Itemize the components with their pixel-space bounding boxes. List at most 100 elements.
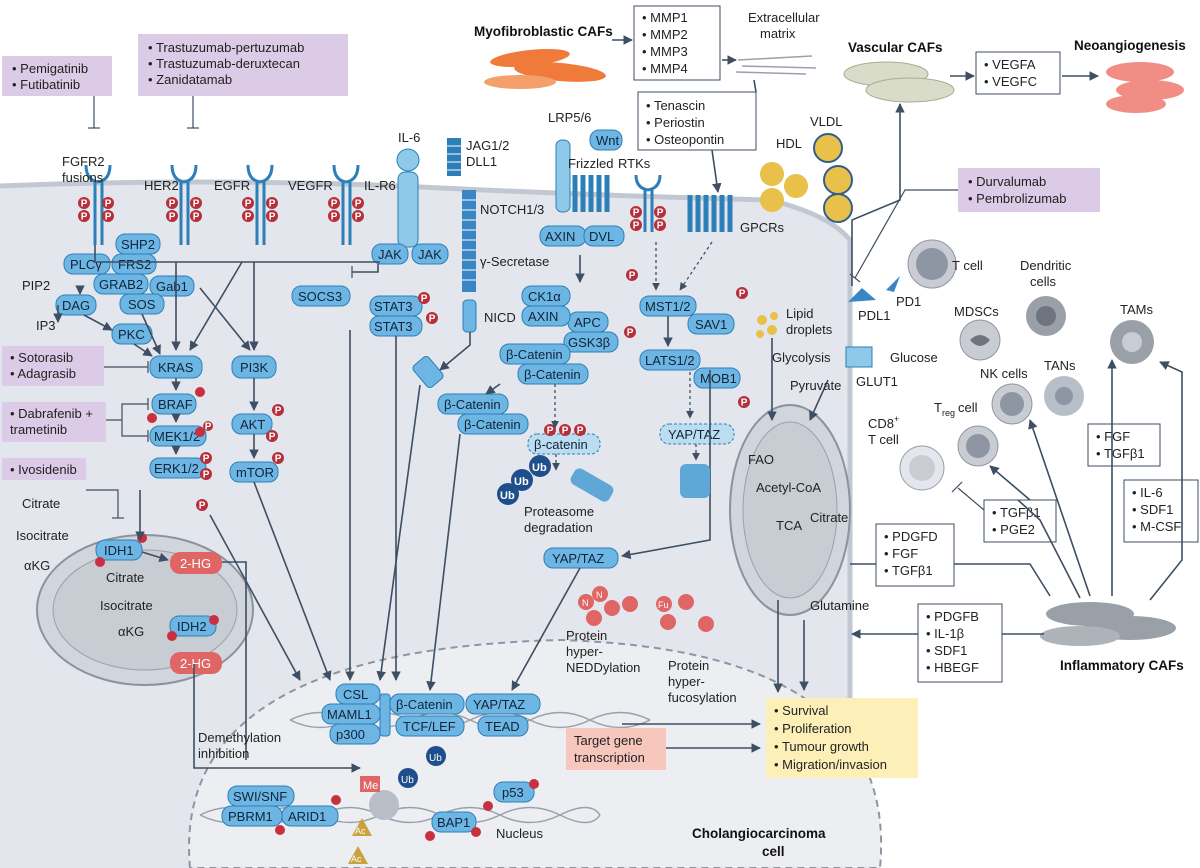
- label-nedd-2: hyper-: [566, 644, 603, 659]
- phosphate-label: P: [331, 212, 338, 223]
- svg-text:CK1α: CK1α: [528, 289, 561, 304]
- label-hdl: HDL: [776, 136, 802, 151]
- svg-text:TEAD: TEAD: [485, 719, 520, 734]
- phosphate-label: P: [203, 454, 210, 465]
- svg-text:Target gene: Target gene: [574, 733, 643, 748]
- il1b: • IL-1β: [926, 626, 964, 641]
- svg-text:PLCγ: PLCγ: [70, 257, 102, 272]
- svg-text:N: N: [582, 598, 589, 608]
- neoangiogenesis-label: Neoangiogenesis: [1074, 38, 1186, 53]
- vascular-cafs-label: Vascular CAFs: [848, 40, 943, 55]
- phosphate-label: P: [633, 208, 640, 219]
- label-egfr: EGFR: [214, 178, 250, 193]
- svg-text:β-Catenin: β-Catenin: [506, 347, 563, 362]
- outcome-proliferation: • Proliferation: [774, 721, 852, 736]
- label-proteasome-1: Proteasome: [524, 504, 594, 519]
- label-pyruvate: Pyruvate: [790, 378, 841, 393]
- label-proteasome-2: degradation: [524, 520, 593, 535]
- phosphate-label: P: [627, 328, 634, 339]
- phosphate-label: P: [81, 199, 88, 210]
- phosphate-label: P: [193, 212, 200, 223]
- label-tca: TCA: [776, 518, 802, 533]
- label-tcell: T cell: [952, 258, 983, 273]
- immune-labels: T cell PD1 PDL1 Dendritic cells MDSCs TA…: [858, 258, 1153, 447]
- drug-trastuzumab-deruxtecan: • Trastuzumab-deruxtecan: [148, 56, 300, 71]
- label-glutamine: Glutamine: [810, 598, 869, 613]
- svg-text:Ac: Ac: [355, 826, 366, 836]
- node-shp2: SHP2: [115, 233, 161, 255]
- label-tams: TAMs: [1120, 302, 1153, 317]
- neoangiogenesis-cells: [1106, 62, 1184, 113]
- label-glycolysis: Glycolysis: [772, 350, 831, 365]
- node-socs3: SOCS3: [291, 285, 351, 307]
- sdf1-2: • SDF1: [1132, 502, 1173, 517]
- node-grab2: GRAB2: [93, 273, 149, 295]
- label-jag: JAG1/2: [466, 138, 509, 153]
- label-pip2: PIP2: [22, 278, 50, 293]
- pdgfb: • PDGFB: [926, 609, 979, 624]
- mmp4: • MMP4: [642, 61, 688, 76]
- label-fgfr2: FGFR2: [62, 154, 105, 169]
- node-gsk3b: GSK3β: [563, 331, 619, 353]
- drug-box-pd1: • Durvalumab • Pembrolizumab: [958, 168, 1100, 212]
- receptor-vegfr: [332, 164, 360, 245]
- phosphate-label: P: [629, 271, 636, 282]
- svg-text:MAML1: MAML1: [327, 707, 372, 722]
- receptor-egfr: [246, 164, 274, 245]
- svg-text:BRAF: BRAF: [158, 397, 193, 412]
- label-ecm-2: matrix: [760, 26, 796, 41]
- svg-text:SWI/SNF: SWI/SNF: [233, 789, 287, 804]
- svg-text:STAT3: STAT3: [374, 299, 413, 314]
- phosphate-label: P: [269, 212, 276, 223]
- osteopontin: • Osteopontin: [646, 132, 724, 147]
- label-tans: TANs: [1044, 358, 1076, 373]
- phosphate-label: P: [245, 199, 252, 210]
- svg-text:JAK: JAK: [378, 247, 402, 262]
- ubiquitin-cluster: Ub Ub Ub: [497, 455, 551, 505]
- node-p300: p300: [329, 723, 381, 745]
- svg-text:Ub: Ub: [532, 462, 547, 474]
- pdgfb-list-box: • PDGFB • IL-1β • SDF1 • HBEGF: [917, 603, 1003, 683]
- node-apc: APC: [567, 311, 609, 333]
- t-cell: [907, 239, 957, 289]
- tgfb1-1: • TGFβ1: [884, 563, 933, 578]
- lipoproteins: [760, 133, 853, 223]
- fgf-list-box: • FGF • TGFβ1: [1087, 423, 1161, 467]
- svg-text:β-Catenin: β-Catenin: [396, 697, 453, 712]
- svg-text:JAK: JAK: [418, 247, 442, 262]
- phosphate-label: P: [269, 432, 276, 443]
- node-jak1: JAK: [371, 243, 409, 265]
- node-idh2: IDH2: [169, 615, 217, 637]
- label-fuco-3: fucosylation: [668, 690, 737, 705]
- target-gene-box: Target gene transcription: [566, 728, 666, 770]
- periostin: • Periostin: [646, 115, 705, 130]
- node-ck1a: CK1α: [521, 285, 571, 307]
- phosphate-label: P: [203, 470, 210, 481]
- label-fao: FAO: [748, 452, 774, 467]
- node-stat3a: STAT3: [369, 295, 423, 317]
- receptor-il6r: [396, 148, 420, 248]
- hbegf: • HBEGF: [926, 660, 979, 675]
- label-pdl1: PDL1: [858, 308, 891, 323]
- phosphate-label: P: [739, 289, 746, 300]
- phosphate-label: P: [633, 221, 640, 232]
- node-pi3k: PI3K: [231, 355, 277, 379]
- svg-text:MOB1: MOB1: [700, 371, 737, 386]
- node-yaptaz-nuclear: YAP/TAZ: [465, 693, 541, 715]
- ecm-protein-box: • Tenascin • Periostin • Osteopontin: [637, 91, 757, 151]
- phosphate-label: P: [199, 501, 206, 512]
- label-ecm-1: Extracellular: [748, 10, 820, 25]
- svg-text:YAP/TAZ: YAP/TAZ: [552, 551, 604, 566]
- svg-text:N: N: [596, 590, 603, 600]
- phosphate-label: P: [421, 294, 428, 305]
- svg-text:2-HG: 2-HG: [180, 656, 211, 671]
- svg-text:ERK1/2: ERK1/2: [154, 461, 199, 476]
- label-acetyl-coa: Acetyl-CoA: [756, 480, 821, 495]
- outcome-tumour-growth: • Tumour growth: [774, 739, 869, 754]
- node-mtor: mTOR: [229, 461, 279, 483]
